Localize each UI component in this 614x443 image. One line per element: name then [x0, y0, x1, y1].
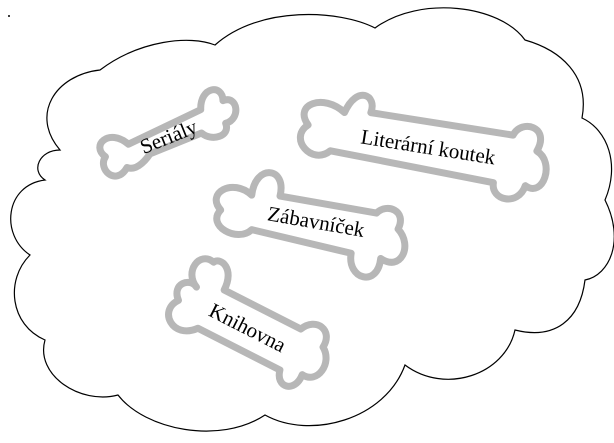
bone-outline	[212, 169, 409, 281]
bone-outline	[96, 86, 240, 180]
stray-dot	[8, 15, 10, 17]
menu-item-literarni-koutek[interactable]: Literární koutek	[296, 86, 554, 204]
bone-outline	[296, 91, 550, 203]
bone-outline	[165, 255, 330, 390]
menu-item-zabavnicek[interactable]: Zábavníček	[207, 164, 413, 283]
menu-item-serialy[interactable]: Seriály	[92, 84, 243, 181]
